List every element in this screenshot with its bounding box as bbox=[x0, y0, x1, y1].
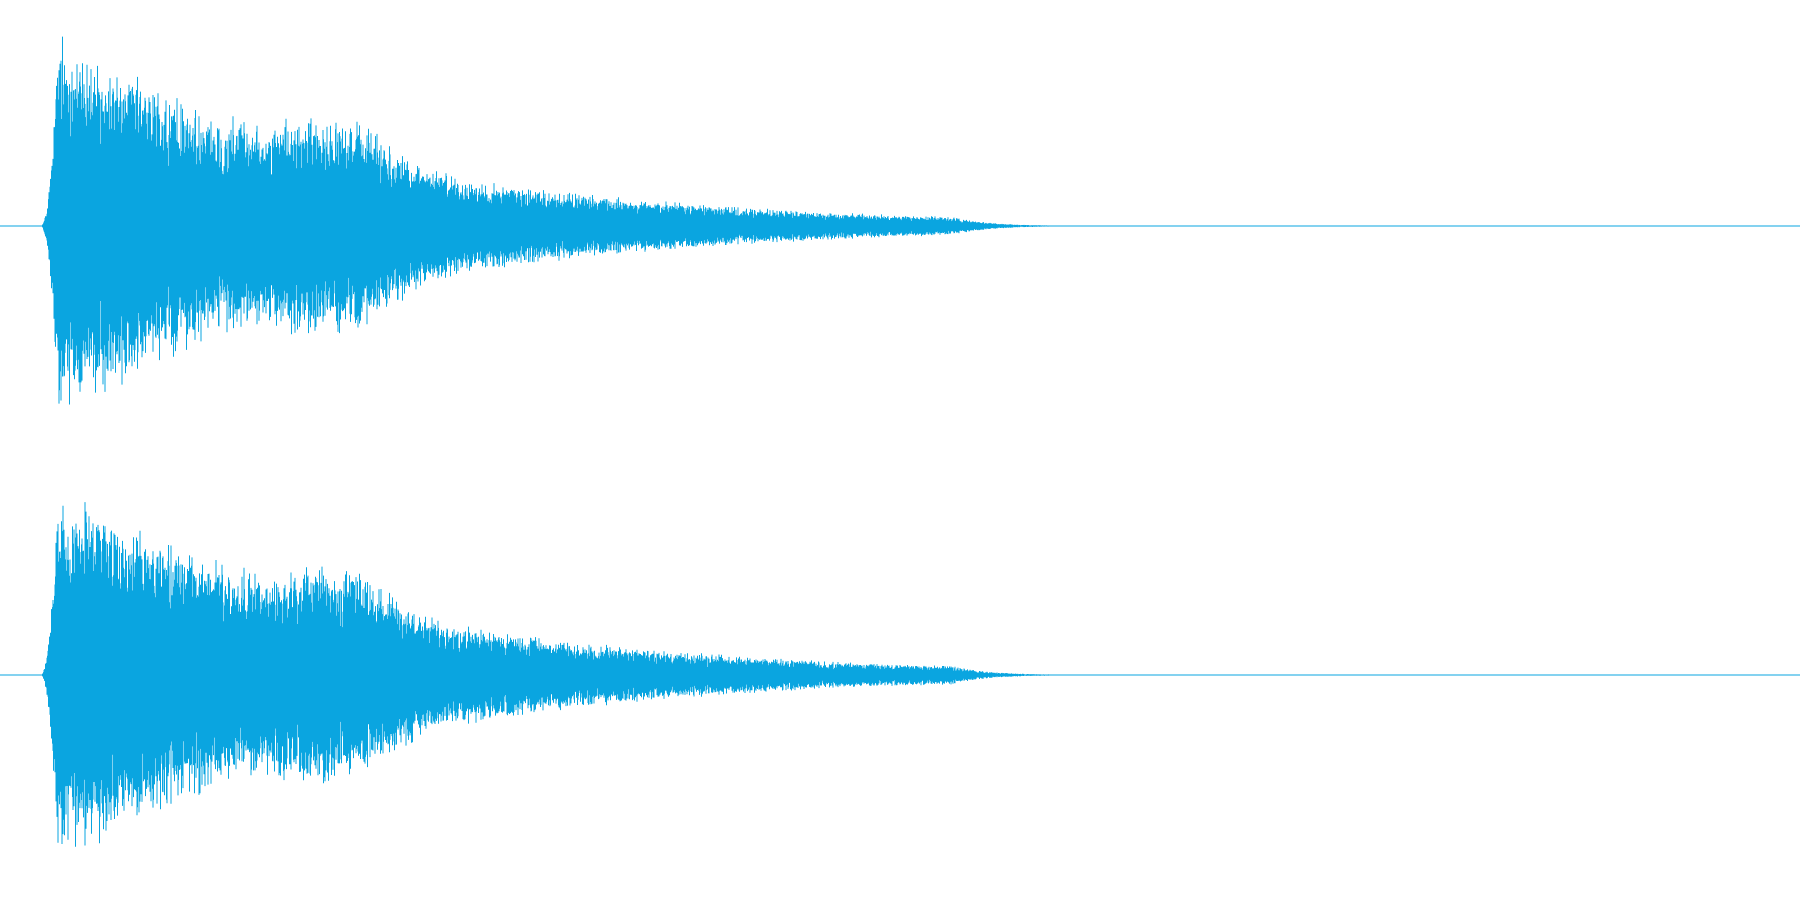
channel-2-track[interactable] bbox=[0, 502, 1800, 847]
channel-2-waveform bbox=[41, 502, 1062, 847]
wave-2-path bbox=[41, 502, 1062, 847]
channel-1-track[interactable] bbox=[0, 36, 1800, 405]
channel-1-waveform bbox=[41, 36, 1062, 405]
wave-1-path bbox=[41, 36, 1062, 405]
